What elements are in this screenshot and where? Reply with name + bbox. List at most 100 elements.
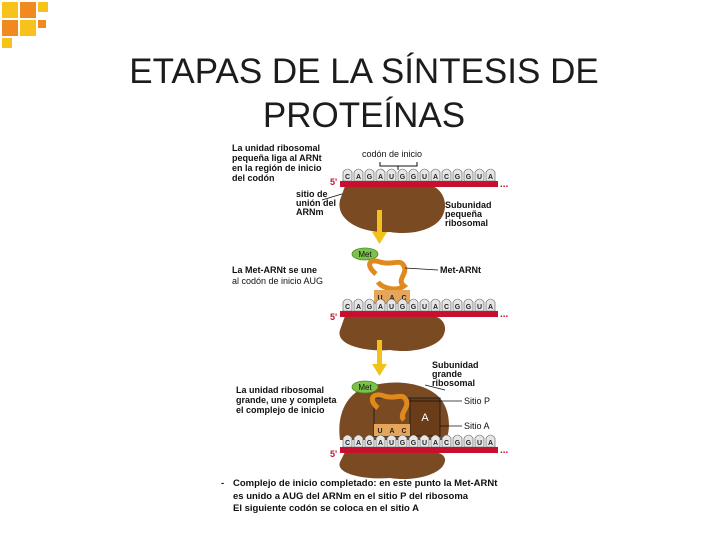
caption: - Complejo de inicio completado: en este… [221,478,497,516]
stage1-label-line3: en la región de inicio [232,163,322,173]
stage1-right-line2: pequeña [445,209,483,219]
mrna-base-letter: C [444,304,449,311]
small-subunit-3 [339,452,446,480]
p-site-label: Sitio P [464,396,490,406]
mrna-base-letter: G [466,440,472,447]
mrna-base-letter: A [488,174,493,181]
mrna-base-letter: A [378,174,383,181]
mrna-base-shape [364,434,375,448]
mrna-base-letter: C [444,174,449,181]
title-line-2: PROTEÍNAS [262,96,466,135]
small-subunit-2 [339,316,446,352]
arrow-2 [372,340,387,376]
start-codon-bracket [379,162,418,170]
mrna-base-letter: G [367,304,373,311]
mrna-base-letter: U [477,440,482,447]
mrna-base-shape [375,434,386,448]
stage-1: La unidad ribosomal pequeña liga al ARNt… [232,143,509,234]
mrna-base-letter: G [466,304,472,311]
mrna-base-letter: U [477,174,482,181]
stage2-prime: 5' [330,312,337,322]
mrna-base-letter: G [367,440,373,447]
mrna-base-letter: G [455,440,461,447]
mrna-base-letter: C [345,174,350,181]
met-badge-2 [351,247,379,261]
mrna-base-shape [474,298,485,312]
mrna-base-letter: A [356,174,361,181]
stage-3: Met La unidad ribosomal grande, une y co… [236,360,509,480]
mrna-base-letter: G [411,304,417,311]
mrna-base-letter: G [367,174,373,181]
mrna-base-shape [386,298,397,312]
stage1-right-line3: ribosomal [445,218,488,228]
caption-line-3: El siguiente codón se coloca en el sitio… [233,503,419,514]
page-title: ETAPAS DE LA SÍNTESIS DE PROTEÍNAS [0,50,728,138]
mrna-base-letter: A [378,304,383,311]
met-arnt-pointer [404,267,439,271]
mrna-base-shape [452,434,463,448]
caption-bullet: - [221,478,225,489]
mrna-strand-3 [340,447,498,453]
mrna-base-shape [419,434,430,448]
mrna-base-shape [485,434,496,448]
mrna-base-letter: G [466,174,472,181]
met-arnt-label: Met-ARNt [440,265,481,275]
stage1-prime: 5' [330,177,337,187]
mrna-base-shape [452,168,463,182]
mrna-base-shape [452,298,463,312]
site-label-line2: unión del [296,198,336,208]
stage3-top-line2: grande [432,369,462,379]
mrna-base-shape [364,298,375,312]
mrna-base-shape [342,168,353,182]
mrna-base-shape [386,434,397,448]
caption-line-2: es unido a AUG del ARNm en el sitio P de… [233,490,469,502]
met-badge-3 [351,380,379,394]
mrna-base-letter: G [411,174,417,181]
mrna-base-shape [386,168,397,182]
stage1-label-line4: del codón [232,173,275,183]
met-label-3: Met [358,383,372,392]
stage1-label-line2: pequeña liga al ARNt [232,153,322,163]
mrna-base-letter: G [455,304,461,311]
anticodon-2-c: C [401,295,406,302]
mrna-base-shape [408,168,419,182]
mrna-base-shape [364,168,375,182]
stage3-label-line2: grande, une y completa [236,395,338,405]
mrna-base-letter: C [345,304,350,311]
mrna-base-shape [474,434,485,448]
stage3-top-line3: ribosomal [432,378,475,388]
trna-3 [369,392,410,422]
mrna-base-shape [353,168,364,182]
anticodon-3-u: U [377,428,382,435]
mrna-base-letter: A [433,174,438,181]
mrna-dots-2: ... [500,309,509,320]
mrna-base-shape [430,168,441,182]
mrna-strand-1 [340,181,498,187]
mrna-base-letter: G [400,304,406,311]
corner-decoration [0,0,60,52]
mrna-base-letter: A [488,440,493,447]
mrna-base-letter: G [400,440,406,447]
mrna-strand-2 [340,311,498,317]
mrna-base-shape [485,298,496,312]
mrna-base-shape [419,298,430,312]
mrna-base-letter: U [389,174,394,181]
stage1-right-line1: Subunidad [445,200,492,210]
mrna-base-shape [353,298,364,312]
a-site-letter: A [421,412,429,424]
mrna-base-letter: C [345,440,350,447]
mrna-base-shape [375,298,386,312]
mrna-base-shape [463,168,474,182]
mrna-base-letter: A [356,304,361,311]
a-site-label: Sitio A [464,421,490,431]
mrna-base-shape [430,434,441,448]
mrna-base-letter: U [422,174,427,181]
stage-2: Met La Met-ARNt se une al codón de inici… [232,247,509,352]
mrna-base-letter: A [378,440,383,447]
mrna-base-shape [375,168,386,182]
mrna-base-shape [408,298,419,312]
stage2-label-line1: La Met-ARNt se une [232,265,317,275]
mrna-base-letter: U [477,304,482,311]
